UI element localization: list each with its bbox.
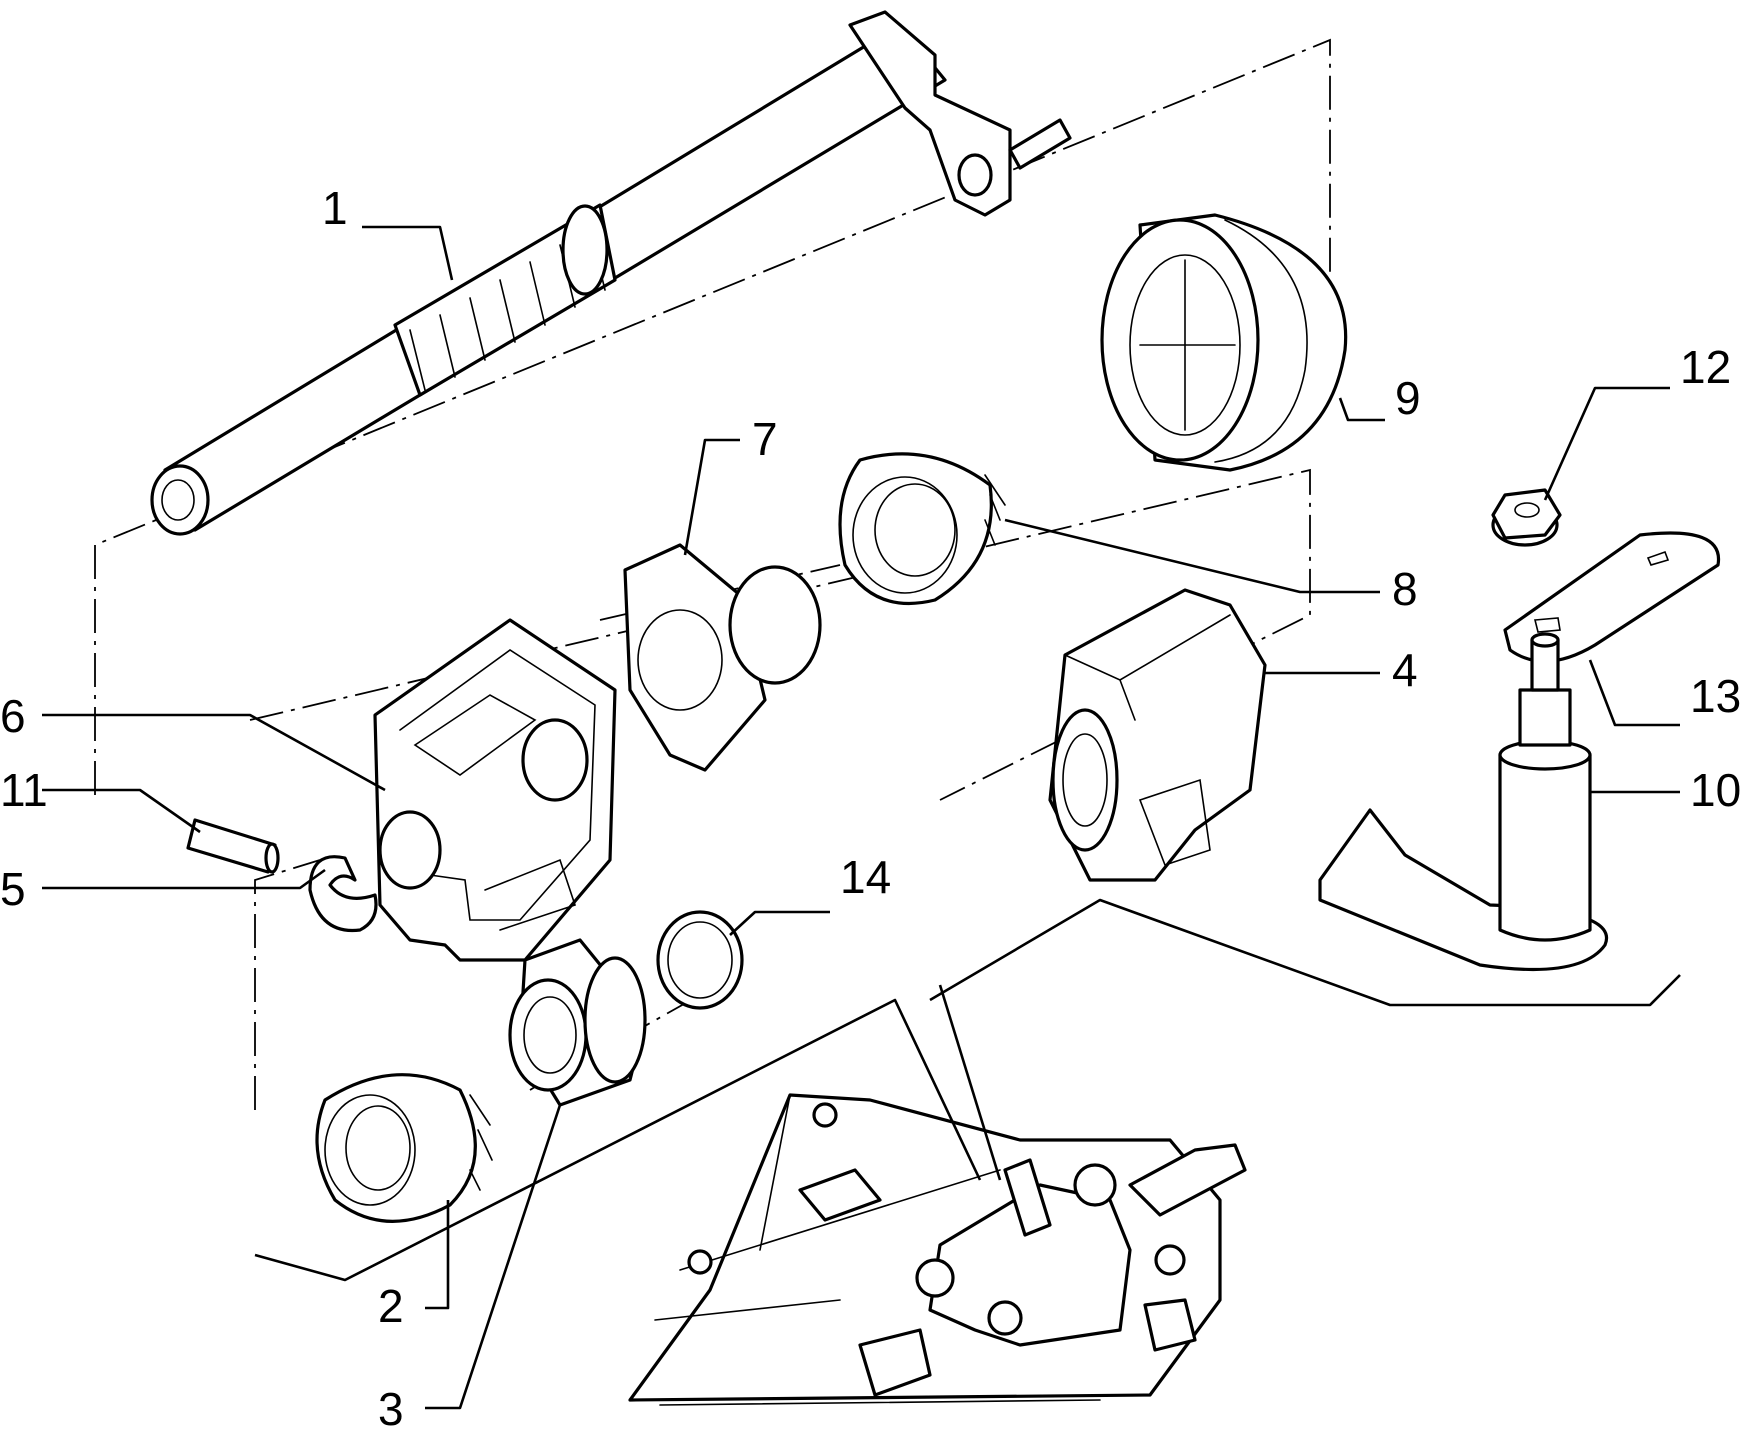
callout-3: 3 — [378, 1383, 404, 1435]
gearbox-assembly — [628, 1093, 1247, 1406]
callout-4: 4 — [1392, 644, 1418, 696]
bushing-lower — [508, 938, 647, 1107]
callout-6: 6 — [0, 690, 26, 742]
spring-upper — [838, 452, 1006, 605]
o-ring — [656, 910, 744, 1010]
flanged-bushing — [623, 543, 822, 772]
callout-13: 13 — [1690, 670, 1741, 722]
callout-2: 2 — [378, 1280, 404, 1332]
boot — [1100, 213, 1348, 472]
spring-lower — [315, 1073, 493, 1223]
lever-pin — [1318, 632, 1609, 972]
callouts: 1 2 3 4 5 6 7 8 9 10 11 12 13 14 — [0, 182, 1741, 1435]
selector-finger — [1048, 588, 1267, 882]
callout-8: 8 — [1392, 563, 1418, 615]
nut — [1491, 488, 1562, 547]
shift-shaft — [150, 10, 1072, 536]
callout-9: 9 — [1395, 372, 1421, 424]
callout-5: 5 — [0, 863, 26, 915]
callout-10: 10 — [1690, 764, 1741, 816]
roll-pin — [186, 818, 280, 874]
selector-housing — [373, 618, 617, 962]
callout-14: 14 — [840, 851, 891, 903]
callout-11: 11 — [0, 764, 48, 816]
lever-plate — [1503, 531, 1721, 663]
inset-pointer — [254, 898, 1681, 1282]
callout-12: 12 — [1680, 341, 1731, 393]
circlip — [308, 855, 378, 933]
leader-lines — [42, 225, 1680, 1410]
callout-7: 7 — [752, 413, 778, 465]
callout-1: 1 — [322, 182, 348, 234]
